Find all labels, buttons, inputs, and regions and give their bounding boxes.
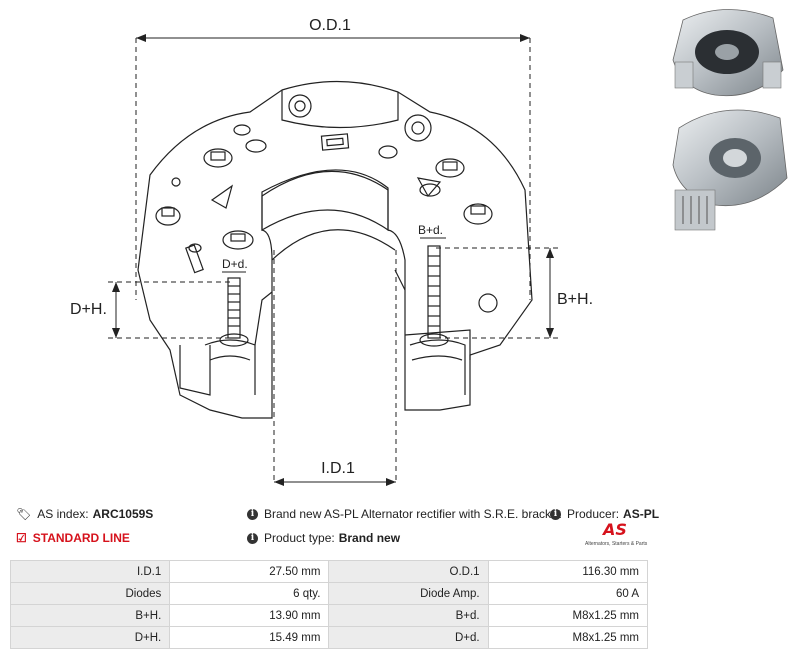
product-type: i Product type: Brand new [247,531,400,545]
bd-label: B+d. [418,223,443,237]
dd-label: D+d. [222,257,248,271]
rectifier-technical-drawing: O.D.1 I.D.1 D+H. B+H. D+d. B+d. [70,17,593,486]
id-label: I.D.1 [321,460,355,477]
table-row: D+H. 15.49 mm D+d. M8x1.25 mm [9,626,649,649]
dh-label: D+H. [70,301,107,318]
center-opening [261,170,389,232]
as-index: 🏷︎ AS index: ARC1059S [16,507,154,521]
product-photo [672,9,788,231]
tags-icon: 🏷︎ [16,507,32,521]
specs-table: I.D.1 27.50 mm O.D.1 116.30 mm Diodes 6 … [9,560,649,649]
rectifier-body-outline [137,80,533,419]
od-label: O.D.1 [309,17,351,34]
checkbox-check-icon: ☑ [16,531,27,545]
description: i Brand new AS-PL Alternator rectifier w… [247,507,561,521]
table-row: I.D.1 27.50 mm O.D.1 116.30 mm [9,560,649,583]
terminal-right [404,114,432,142]
table-row: Diodes 6 qty. Diode Amp. 60 A [9,582,649,605]
product-type-value: Brand new [338,531,401,545]
info-icon: i [550,508,561,520]
info-icon: i [247,532,258,544]
producer-value: AS-PL [623,507,660,521]
info-icon: i [247,508,258,520]
standard-line: ☑ STANDARD LINE [16,531,130,545]
producer: i Producer: AS-PL [550,507,659,521]
as-index-value: ARC1059S [92,507,154,521]
table-row: B+H. 13.90 mm B+d. M8x1.25 mm [9,604,649,627]
terminal-top [288,94,312,118]
as-pl-logo: AS Alternators, Starters & Parts [585,520,648,547]
bh-label: B+H. [557,291,593,308]
